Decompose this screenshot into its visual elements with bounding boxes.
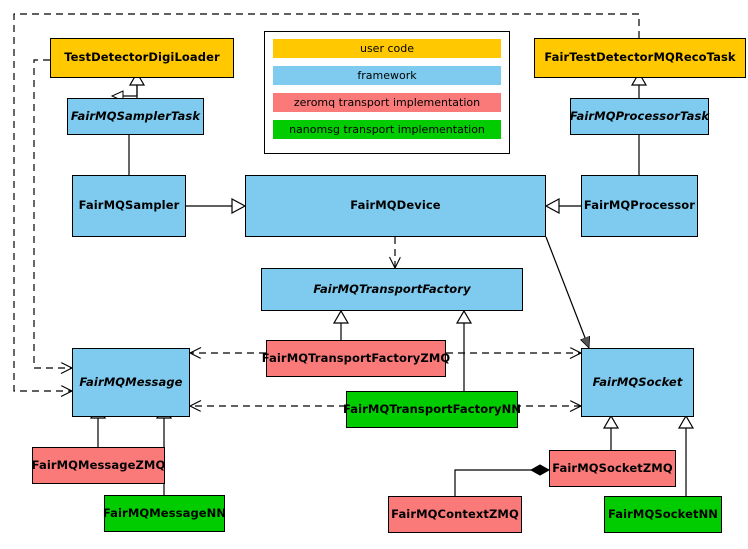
legend-item-framework: framework bbox=[273, 66, 501, 85]
node-fairmq-transport-factory-nn[interactable]: FairMQTransportFactoryNN bbox=[343, 391, 521, 428]
node-fairmq-message[interactable]: FairMQMessage bbox=[72, 348, 190, 417]
node-fairmq-transport-factory-zmq[interactable]: FairMQTransportFactoryZMQ bbox=[262, 340, 450, 377]
node-test-detector-digi-loader[interactable]: TestDetectorDigiLoader bbox=[50, 38, 234, 78]
node-fairmq-sampler[interactable]: FairMQSampler bbox=[72, 175, 186, 237]
node-fairmq-device[interactable]: FairMQDevice bbox=[245, 175, 546, 237]
legend: user code framework zeromq transport imp… bbox=[264, 31, 510, 154]
legend-label-zeromq: zeromq transport implementation bbox=[293, 96, 481, 109]
node-fairmq-processor-task[interactable]: FairMQProcessorTask bbox=[570, 98, 709, 135]
legend-item-zeromq: zeromq transport implementation bbox=[273, 93, 501, 112]
node-fairmq-context-zmq[interactable]: FairMQContextZMQ bbox=[388, 496, 522, 533]
node-fairmq-message-nn[interactable]: FairMQMessageNN bbox=[103, 495, 226, 532]
node-fairmq-sampler-task[interactable]: FairMQSamplerTask bbox=[67, 98, 204, 135]
node-fairmq-socket-zmq[interactable]: FairMQSocketZMQ bbox=[549, 450, 676, 487]
node-fairmq-socket[interactable]: FairMQSocket bbox=[581, 348, 694, 417]
legend-label-nanomsg: nanomsg transport implementation bbox=[289, 123, 485, 136]
legend-item-user-code: user code bbox=[273, 39, 501, 58]
legend-label-user-code: user code bbox=[359, 42, 415, 55]
node-fairmq-transport-factory[interactable]: FairMQTransportFactory bbox=[261, 268, 523, 311]
legend-label-framework: framework bbox=[357, 69, 417, 82]
node-fairmq-message-zmq[interactable]: FairMQMessageZMQ bbox=[32, 447, 165, 484]
legend-item-nanomsg: nanomsg transport implementation bbox=[273, 120, 501, 139]
edge-device-socket bbox=[545, 236, 589, 348]
node-fairmq-processor[interactable]: FairMQProcessor bbox=[581, 175, 698, 237]
generalization-edges bbox=[123, 84, 138, 96]
node-fair-test-detector-mq-reco-task[interactable]: FairTestDetectorMQRecoTask bbox=[534, 38, 746, 78]
edge-contextzmq-socketzmq bbox=[454, 470, 549, 496]
node-fairmq-socket-nn[interactable]: FairMQSocketNN bbox=[604, 496, 722, 533]
